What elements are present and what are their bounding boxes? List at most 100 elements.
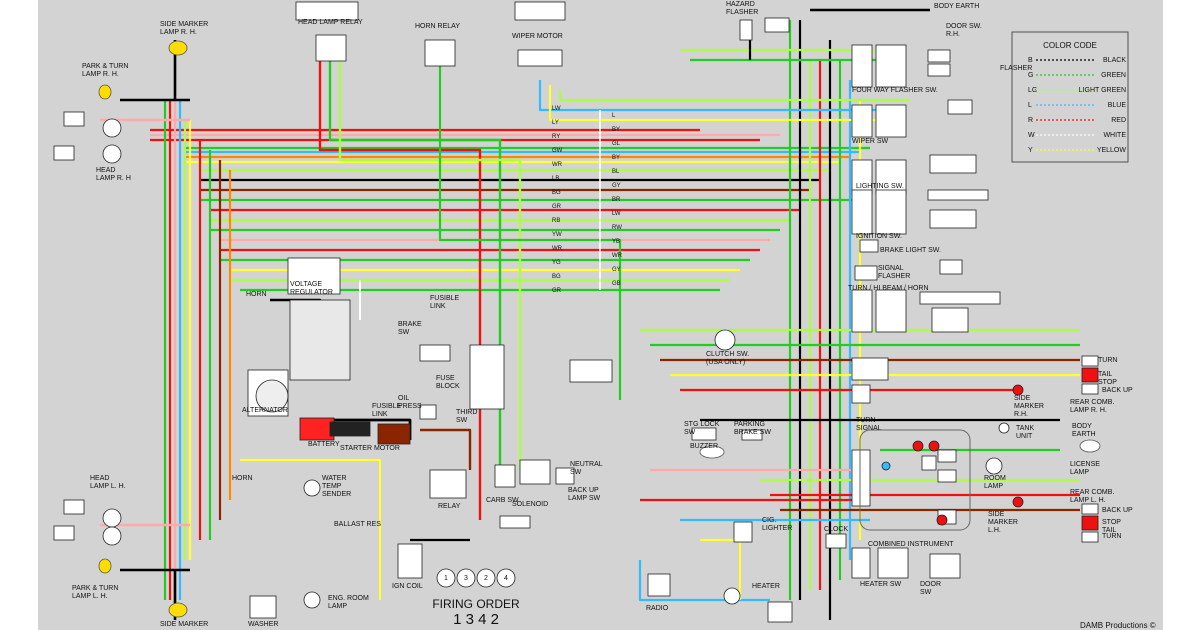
label-wiper-motor: WIPER MOTOR	[512, 33, 563, 40]
eng-room-lamp	[303, 591, 321, 609]
signal-flasher-body	[854, 265, 878, 281]
instrument-ill	[921, 455, 937, 471]
distributor-connector	[499, 515, 531, 529]
cig-lighter-body	[733, 521, 753, 543]
label-head-lamp-relay: HEAD LAMP RELAY	[298, 19, 363, 26]
wire-code-24: BG	[552, 274, 561, 280]
side-marker-lh-lamp	[168, 602, 188, 618]
label-four-way-flasher-sw: FOUR WAY FLASHER SW.	[852, 87, 938, 94]
wire-code-23: GY	[612, 267, 621, 273]
wire-code-16: RB	[552, 218, 560, 224]
instrument-lamp-2	[928, 440, 940, 452]
wire-headlamp-relay-green	[328, 40, 502, 470]
wire-code-3: BY	[612, 127, 620, 133]
neutral-sw-body	[555, 467, 575, 485]
wire-code-25: GB	[612, 281, 621, 287]
wire-code-0: LW	[552, 106, 561, 112]
color-code-letter-G: G	[1028, 72, 1033, 79]
wire-starter	[420, 428, 472, 470]
wiper-sw-connector	[947, 99, 973, 115]
label-body-earth-top: BODY EARTH	[934, 3, 979, 10]
rear-rh-turn	[1081, 355, 1099, 367]
wire-code-5: GL	[612, 141, 621, 147]
flasher-connector-b	[927, 63, 951, 77]
buzzer-body	[699, 445, 725, 459]
head-lamp-lh-connector2	[53, 525, 75, 541]
color-code-name-G: GREEN	[1101, 72, 1126, 79]
spark-plug-4	[496, 568, 516, 588]
tank-unit-body	[998, 422, 1010, 434]
label-starter-motor: STARTER MOTOR	[340, 445, 400, 452]
park-turn-lh-lamp	[98, 558, 112, 574]
wire-code-7: BY	[612, 155, 620, 161]
parking-brake-sw-body	[741, 429, 763, 441]
wire-code-22: YG	[552, 260, 561, 266]
side-marker-lh-rear-lamp	[1012, 496, 1024, 508]
ignition-connector	[929, 209, 977, 229]
spark-plug-2	[476, 568, 496, 588]
lighting-sw-grid	[875, 159, 907, 195]
clutch-sw-body	[714, 329, 736, 351]
ignition-sw-grid	[875, 189, 907, 235]
wire-code-11: GY	[612, 183, 621, 189]
combined-instrument-terminals	[851, 449, 871, 507]
carb-sw-body	[494, 464, 516, 488]
instrument-tem	[937, 449, 957, 463]
lighting-sw-connector	[929, 154, 977, 174]
solenoid-body	[519, 459, 551, 485]
radio-body	[647, 573, 671, 597]
instrument-lamp-3	[936, 514, 948, 526]
head-lamp-rh-connector2	[53, 145, 75, 161]
color-code-box	[1011, 31, 1129, 163]
four-way-flasher-sw-terminals	[851, 44, 873, 88]
label-buzzer: BUZZER	[690, 443, 718, 450]
brake-sw-connector	[419, 344, 451, 362]
wire-code-9: BL	[612, 169, 620, 175]
label-horn-lh: HORN	[232, 475, 253, 482]
color-code-name-Y: YELLOW	[1097, 147, 1127, 154]
color-code-name-L: BLUE	[1108, 102, 1127, 109]
heater-sw-terminals	[851, 547, 871, 579]
cylinder-number-2: 3	[464, 575, 468, 582]
wire-code-18: YW	[552, 232, 562, 238]
wiper-sw-grid	[875, 104, 907, 138]
color-code-letter-W: W	[1028, 132, 1035, 139]
wire-wiper-yellow	[548, 85, 900, 122]
park-turn-rh-lamp	[98, 84, 112, 100]
wire-layer	[100, 8, 1080, 620]
head-lamp-rh-lower	[102, 144, 122, 164]
starter-motor-body	[377, 423, 411, 445]
label-washer: WASHER	[248, 621, 278, 628]
color-code-name-W: WHITE	[1103, 132, 1126, 139]
battery-body	[299, 417, 335, 441]
battery-terminal	[329, 421, 371, 437]
wire-code-20: WR	[552, 246, 563, 252]
color-code-letter-L: L	[1028, 102, 1032, 109]
wire-code-6: GW	[552, 148, 563, 154]
label-alternator: ALTERNATOR	[242, 407, 288, 414]
four-way-flasher-sw-grid	[875, 44, 907, 88]
turn-hibeam-horn-sw-grid	[875, 289, 907, 333]
hazard-flasher-connector	[764, 17, 790, 33]
head-lamp-relay-connector	[295, 1, 359, 21]
label-flasher: FLASHER	[1000, 65, 1032, 72]
